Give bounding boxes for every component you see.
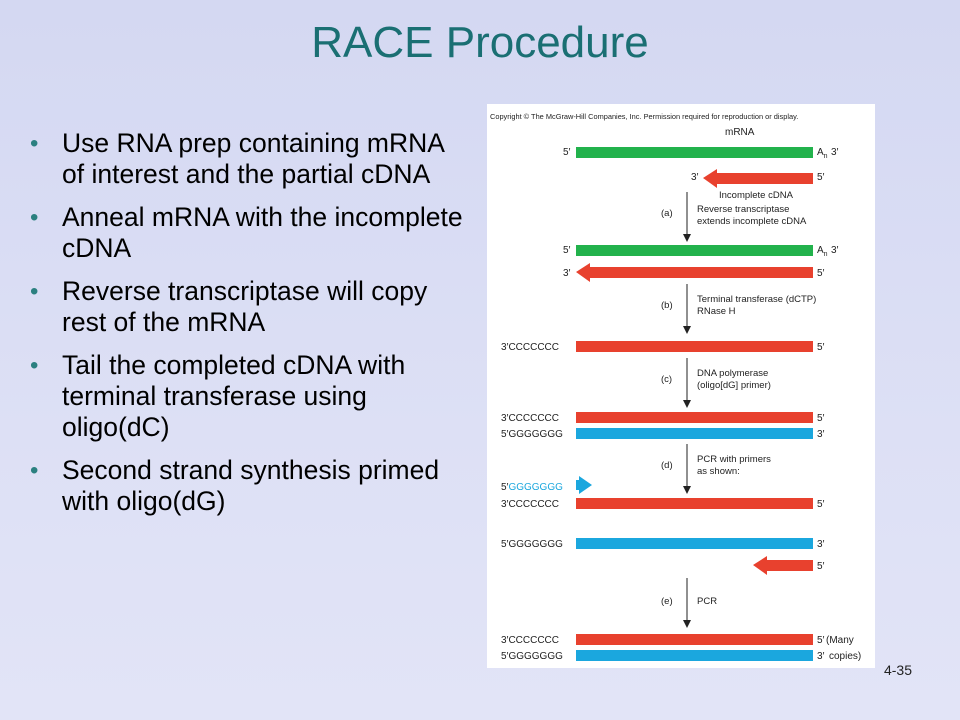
step-b-text: RNase H — [697, 306, 736, 317]
cdna-strand — [576, 498, 813, 509]
step-c-text: DNA polymerase — [697, 368, 768, 379]
five-prime-label: 5′ — [817, 499, 825, 510]
reverse-primer-arrow — [753, 556, 813, 575]
step-arrow-head-icon — [683, 400, 691, 408]
bullet-item: • Use RNA prep containing mRNA of interes… — [30, 128, 470, 190]
bullet-text: Second strand synthesis primed with olig… — [62, 455, 440, 516]
step-d-text: PCR with primers — [697, 454, 771, 465]
three-prime-label: 3′ — [817, 651, 825, 662]
step-b-label: (b) — [661, 300, 673, 311]
bullet-text: Reverse transcriptase will copy rest of … — [62, 276, 428, 337]
three-prime-label: 3′ — [831, 147, 839, 158]
bullet-item: • Reverse transcriptase will copy rest of… — [30, 276, 470, 338]
poly-a-label: An — [817, 147, 828, 160]
oligo-c-label: 3′CCCCCCC — [501, 635, 559, 646]
poly-a-label: An — [817, 245, 828, 258]
five-prime-label: 5′ — [817, 172, 825, 183]
step-a-text: extends incomplete cDNA — [697, 216, 807, 227]
step-b-text: Terminal transferase (dCTP) — [697, 294, 816, 305]
slide-number: 4-35 — [883, 662, 912, 678]
five-prime-label: 5′ — [817, 635, 825, 646]
many-copies-label: (Many — [826, 635, 854, 646]
step-a-label: (a) — [661, 208, 673, 219]
three-prime-label: 3′ — [691, 172, 699, 183]
oligo-c-label: 3′CCCCCCC — [501, 413, 559, 424]
incomplete-cdna-label: Incomplete cDNA — [719, 190, 794, 201]
step-arrow-head-icon — [683, 620, 691, 628]
copyright-text: Copyright © The McGraw-Hill Companies, I… — [490, 112, 798, 121]
step-arrow-head-icon — [683, 234, 691, 242]
step-c-text: (oligo[dG] primer) — [697, 380, 771, 391]
full-cdna-arrow — [576, 263, 813, 282]
step-c-label: (c) — [661, 374, 672, 385]
bullet-dot-icon: • — [30, 204, 39, 231]
bullet-text: Tail the completed cDNA with terminal tr… — [62, 350, 406, 442]
step-e-text: PCR — [697, 596, 717, 607]
bullet-dot-icon: • — [30, 352, 39, 379]
five-prime-label: 5′ — [817, 342, 825, 353]
bullet-dot-icon: • — [30, 278, 39, 305]
second-strand — [576, 428, 813, 439]
three-prime-label: 3′ — [563, 268, 571, 279]
oligo-c-label: 3′CCCCCCC — [501, 342, 559, 353]
step-arrow-head-icon — [683, 326, 691, 334]
dg-primer-arrow — [576, 476, 592, 494]
many-copies-label: copies) — [829, 651, 861, 662]
five-prime-label: 5′ — [563, 147, 571, 158]
step-d-text: as shown: — [697, 466, 740, 477]
oligo-g-label: 5′GGGGGGG — [501, 429, 563, 440]
cdna-strand — [576, 412, 813, 423]
five-prime-label: 5′ — [817, 413, 825, 424]
bullet-item: • Tail the completed cDNA with terminal t… — [30, 350, 470, 443]
race-diagram: Copyright © The McGraw-Hill Companies, I… — [487, 104, 875, 668]
oligo-g-label: 5′GGGGGGG — [501, 539, 563, 550]
mrna-label: mRNA — [725, 127, 755, 138]
step-a-text: Reverse transcriptase — [697, 204, 789, 215]
bullet-dot-icon: • — [30, 457, 39, 484]
race-diagram-svg: Copyright © The McGraw-Hill Companies, I… — [490, 112, 861, 662]
incomplete-cdna-arrow — [703, 169, 813, 188]
three-prime-label: 3′ — [817, 429, 825, 440]
second-strand — [576, 538, 813, 549]
three-prime-label: 3′ — [817, 539, 825, 550]
step-e-label: (e) — [661, 596, 673, 607]
mrna-strand — [576, 245, 813, 256]
bullet-item: • Anneal mRNA with the incomplete cDNA — [30, 202, 470, 264]
product-second-strand — [576, 650, 813, 661]
three-prime-label: 3′ — [831, 245, 839, 256]
bullet-dot-icon: • — [30, 130, 39, 157]
oligo-g-label: 5′GGGGGGG — [501, 651, 563, 662]
primer-g-label: 5′GGGGGGG — [501, 482, 563, 493]
bullet-text: Anneal mRNA with the incomplete cDNA — [62, 202, 463, 263]
mrna-strand — [576, 147, 813, 158]
five-prime-label: 5′ — [563, 245, 571, 256]
step-arrow-head-icon — [683, 486, 691, 494]
bullet-list: • Use RNA prep containing mRNA of interes… — [30, 128, 470, 529]
five-prime-label: 5′ — [817, 268, 825, 279]
five-prime-label: 5′ — [817, 561, 825, 572]
bullet-text: Use RNA prep containing mRNA of interest… — [62, 128, 444, 189]
oligo-c-label: 3′CCCCCCC — [501, 499, 559, 510]
product-cdna-strand — [576, 634, 813, 645]
step-d-label: (d) — [661, 460, 673, 471]
bullet-item: • Second strand synthesis primed with oli… — [30, 455, 470, 517]
slide-title: RACE Procedure — [311, 18, 649, 67]
tailed-cdna-strand — [576, 341, 813, 352]
